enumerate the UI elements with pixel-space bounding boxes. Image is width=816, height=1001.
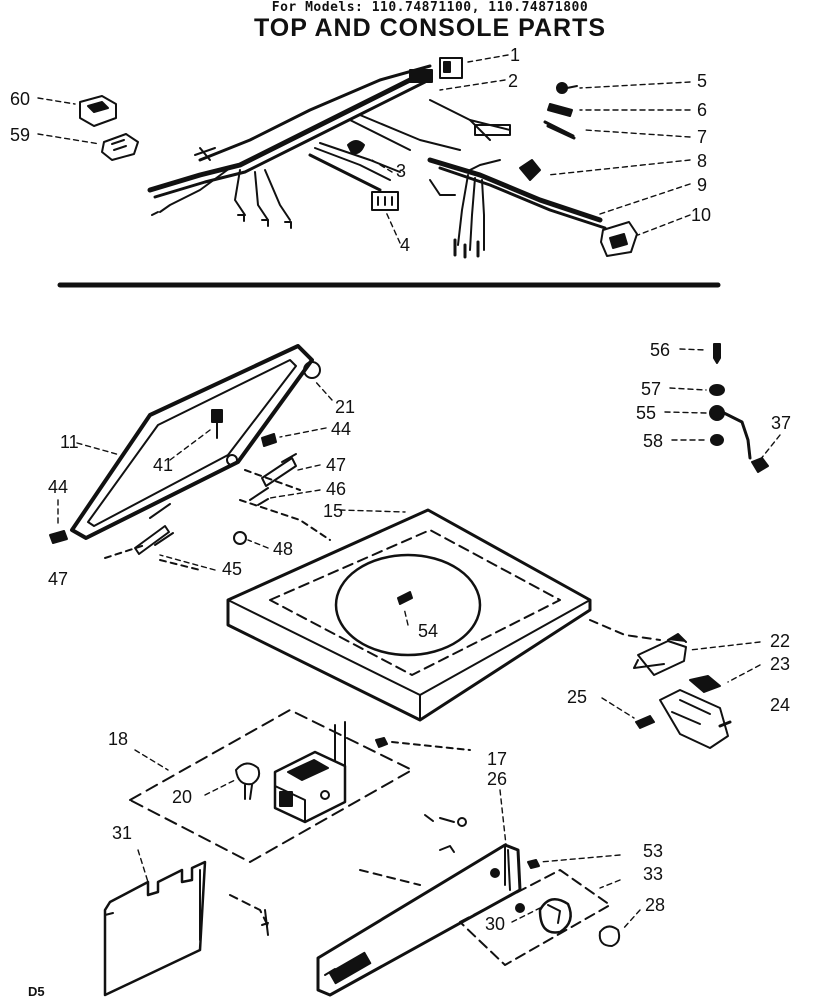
callout-47b: 47 (48, 569, 69, 589)
page-title: TOP AND CONSOLE PARTS (253, 14, 607, 42)
callout-10: 10 (691, 205, 712, 225)
part-1-connector (439, 57, 463, 79)
callout-37: 37 (771, 413, 792, 433)
callout-59: 59 (10, 125, 31, 145)
part-7-clip (543, 120, 576, 140)
callout-41: 41 (153, 455, 174, 475)
part-18-console (129, 709, 413, 863)
callout-28: 28 (645, 895, 666, 915)
part-15-top-panel (226, 508, 592, 722)
callout-24: 24 (770, 695, 791, 715)
part-56-screw (713, 343, 721, 364)
part-23-switch-bracket (689, 675, 721, 693)
part-28-knob-insert (598, 925, 621, 947)
part-6-clip (547, 103, 573, 117)
callout-20: 20 (172, 787, 193, 807)
part-4-terminal-block (371, 191, 399, 211)
callout-54: 54 (418, 621, 439, 641)
part-59-connector (101, 133, 139, 161)
callout-48: 48 (273, 539, 294, 559)
part-44-bumper-right (261, 433, 277, 447)
part-20-timer-knob-shaft (235, 762, 261, 800)
part-11-lid (70, 344, 321, 540)
callout-57: 57 (641, 379, 662, 399)
callout-46: 46 (326, 479, 347, 499)
callout-8: 8 (697, 151, 708, 171)
callout-58: 58 (643, 431, 664, 451)
page-code: D5 (28, 984, 45, 999)
leader-lines (37, 54, 781, 931)
part-25-screw (635, 715, 655, 729)
callout-30: 30 (485, 914, 506, 934)
part-55-switch (709, 405, 752, 460)
callout-23: 23 (770, 654, 791, 674)
callout-44b: 44 (48, 477, 69, 497)
callout-15: 15 (323, 501, 344, 521)
callout-18: 18 (108, 729, 129, 749)
callout-5: 5 (697, 71, 708, 91)
callout-6: 6 (697, 100, 708, 120)
callout-44a: 44 (331, 419, 352, 439)
part-41-lid-bumper (211, 409, 223, 439)
callout-11: 11 (60, 432, 79, 452)
part-53-screw (527, 859, 540, 869)
callout-45: 45 (222, 559, 243, 579)
callout-31: 31 (112, 823, 133, 843)
part-17-screw (375, 737, 388, 748)
part-48-washer (233, 531, 247, 545)
console-timer-block (273, 750, 347, 824)
callout-47a: 47 (326, 455, 347, 475)
wire-harness (147, 64, 607, 259)
callout-7: 7 (697, 127, 708, 147)
callout-17: 17 (487, 749, 508, 769)
callout-4: 4 (400, 235, 411, 255)
callout-25: 25 (567, 687, 588, 707)
part-30-knob (515, 897, 572, 934)
callout-22: 22 (770, 631, 791, 651)
part-46-hinge-pin (249, 487, 269, 506)
part-57-nut (709, 384, 725, 396)
callout-21: 21 (335, 397, 356, 417)
part-37-connector (751, 457, 769, 473)
part-31-rear-panel (103, 860, 207, 997)
callout-2: 2 (508, 71, 519, 91)
callout-1: 1 (510, 45, 521, 65)
part-44-bumper-left (49, 530, 68, 544)
callout-3: 3 (396, 161, 407, 181)
part-47-hinge-left (134, 503, 174, 555)
callout-53: 53 (643, 841, 664, 861)
part-10-plug (600, 221, 638, 257)
part-24-switch-housing (659, 689, 732, 749)
callout-55: 55 (636, 403, 657, 423)
models-line: For Models: 110.74871100, 110.74871800 (271, 0, 589, 15)
callout-56: 56 (650, 340, 671, 360)
callout-33: 33 (643, 864, 664, 884)
part-47-hinge-right (261, 453, 297, 487)
callout-9: 9 (697, 175, 708, 195)
part-5-screw (556, 82, 578, 94)
part-60-motor-connector (79, 95, 117, 127)
part-58-nut (710, 434, 724, 446)
part-22-lid-switch (633, 633, 687, 676)
callout-60: 60 (10, 89, 31, 109)
callout-26: 26 (487, 769, 508, 789)
